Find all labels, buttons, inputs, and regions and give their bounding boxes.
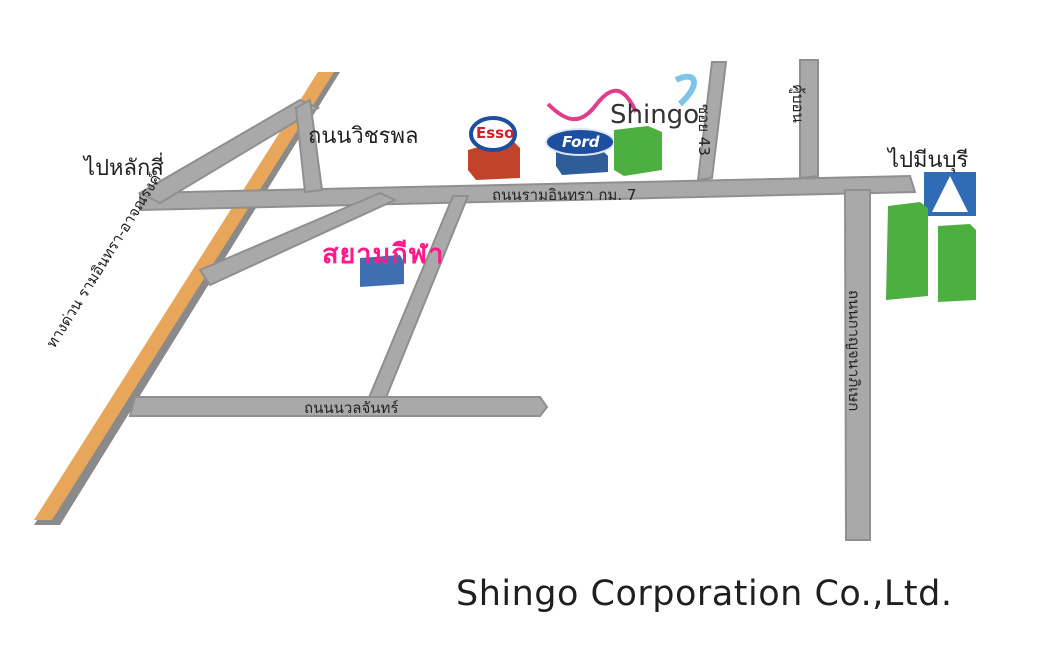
interchange-icon-shape: [932, 176, 968, 212]
shingo-logo-accent: [674, 73, 697, 107]
ford-logo-text: Ford: [562, 133, 600, 151]
soi-left-road: [696, 61, 728, 182]
expressway-surface: [34, 72, 334, 520]
esso-logo-text: Esso: [476, 124, 515, 142]
connector-road: [198, 191, 398, 287]
label-kanchanaphisek-road: ถนนกาญจนาภิเษก: [845, 290, 863, 412]
lak-si-road: [137, 98, 321, 205]
label-min-buri: ไปมีนบุรี: [888, 148, 969, 173]
shingo-building: [614, 126, 662, 176]
label-vibhavadi-road: ถนนวิชรพล: [308, 124, 419, 149]
nawamin-road: [128, 396, 549, 417]
nawamin-connector-road: [366, 195, 470, 401]
siam-building: [360, 255, 404, 287]
vibhavadi-road: [294, 98, 324, 194]
label-soi-right: คู้บอน: [789, 84, 807, 123]
company-name: Shingo Corporation Co.,Ltd.: [456, 574, 953, 614]
label-soi-left: ซอย 43: [695, 104, 713, 156]
label-nawamin-road: ถนนนวลจันทร์: [304, 399, 399, 417]
label-ramintra-road: ถนนรามอินทรา กม. 7: [492, 186, 637, 204]
ramintra-road: [139, 174, 917, 212]
soi-right-road: [799, 59, 819, 180]
green-building-left: [886, 202, 928, 300]
label-shingo: Shingo: [610, 100, 700, 130]
label-siam-kitchen: สยามกีฬา: [322, 239, 445, 270]
label-lak-si: ไปหลักสี่: [84, 156, 164, 181]
green-building-right: [938, 224, 976, 302]
esso-logo: [469, 116, 517, 152]
shingo-logo: [546, 88, 638, 122]
kanchanaphisek-road: [843, 189, 871, 541]
